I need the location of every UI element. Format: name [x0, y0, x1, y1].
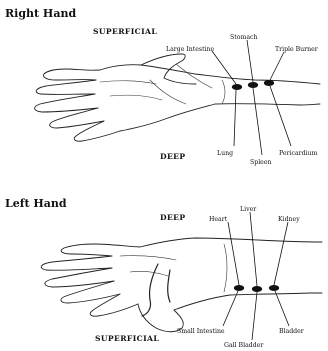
- leader-pericardium: [270, 86, 291, 146]
- label-large-intestine: Large Intestine: [166, 46, 215, 53]
- left-hand-drawing: [41, 238, 322, 332]
- label-triple-burner: Triple Burner: [275, 46, 318, 53]
- leader-spleen: [253, 88, 262, 155]
- right-hand-panel: Right Hand SUPERFICIAL DEEP: [5, 7, 320, 166]
- left-hand-pulse-position-2: [252, 286, 262, 292]
- label-lung: Lung: [217, 150, 233, 157]
- leader-gall-bladder: [252, 292, 257, 340]
- left-hand-superficial-label: SUPERFICIAL: [95, 334, 159, 343]
- right-hand-drawing: [35, 54, 320, 141]
- right-hand-pulse-position-2: [248, 82, 258, 88]
- left-hand-title: Left Hand: [5, 197, 67, 210]
- label-stomach: Stomach: [230, 34, 257, 41]
- label-gall-bladder: Gall Bladder: [224, 342, 263, 349]
- leader-large-intestine: [212, 51, 236, 84]
- label-spleen: Spleen: [250, 159, 272, 166]
- right-hand-superficial-label: SUPERFICIAL: [93, 27, 157, 36]
- right-hand-pulse-position-3: [264, 80, 274, 86]
- right-hand-deep-label: DEEP: [160, 152, 185, 161]
- leader-lung: [234, 90, 236, 146]
- leader-liver: [250, 212, 257, 286]
- leader-kidney: [274, 222, 288, 285]
- right-hand-title: Right Hand: [5, 7, 76, 20]
- left-hand-pulse-position-1: [234, 285, 244, 291]
- leader-small-intestine: [223, 291, 238, 326]
- left-hand-deep-label: DEEP: [160, 213, 185, 222]
- label-heart: Heart: [209, 216, 228, 223]
- label-bladder: Bladder: [279, 328, 304, 335]
- leader-stomach: [247, 40, 253, 82]
- leader-triple-burner: [270, 52, 284, 80]
- label-small-intestine: Small Intestine: [177, 328, 225, 335]
- label-pericardium: Pericardium: [279, 150, 318, 157]
- label-kidney: Kidney: [278, 216, 300, 223]
- right-hand-pulse-position-1: [232, 84, 242, 90]
- left-hand-pulse-position-3: [269, 285, 279, 291]
- leader-bladder: [275, 291, 289, 326]
- left-hand-panel: Left Hand DEEP SUPERFICIAL: [5, 197, 322, 349]
- label-liver: Liver: [240, 206, 256, 213]
- leader-heart: [228, 222, 239, 285]
